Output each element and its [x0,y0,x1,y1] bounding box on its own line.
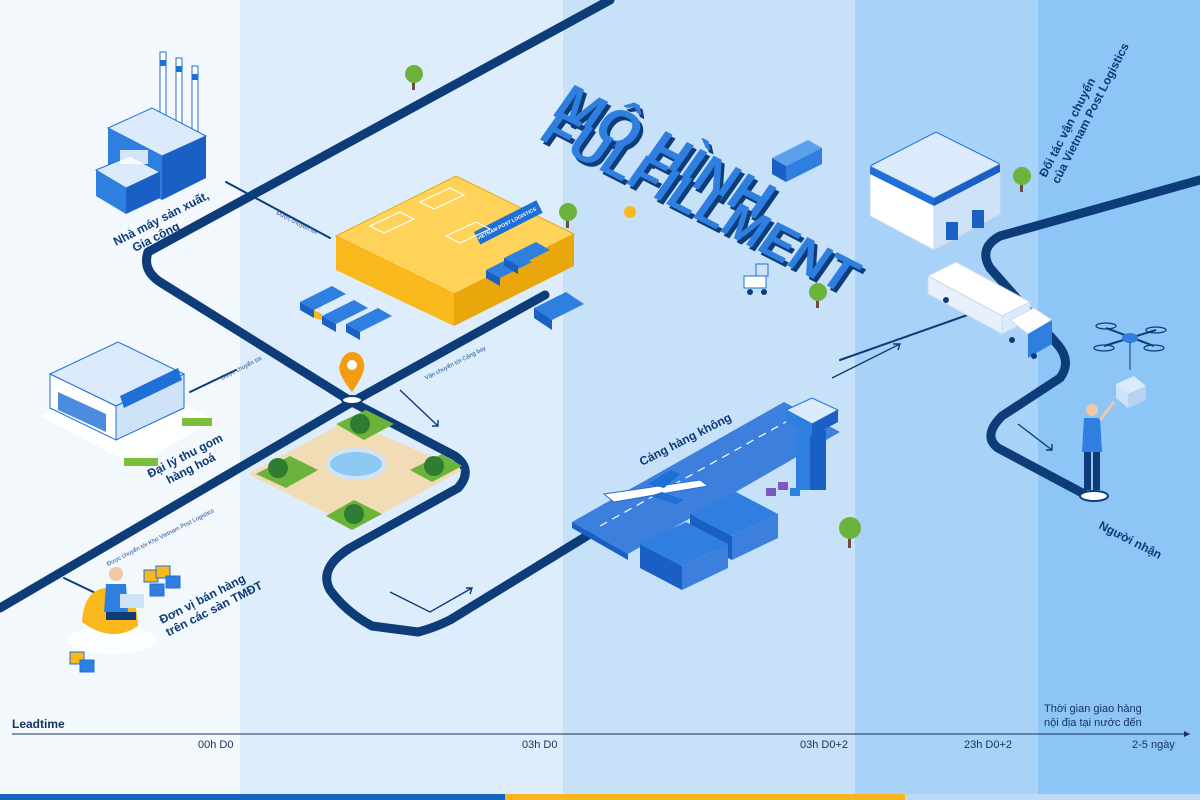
tree-icon [1013,167,1031,192]
drone-icon [1093,322,1167,408]
gear-icon [624,206,636,218]
timeline-note-1: Thời gian giao hàng [1044,703,1142,715]
flow-arrows [389,343,1053,613]
footer-bar [0,794,1200,800]
tree-icon [405,65,423,90]
warehouse-icon: VIETNAM POST LOGISTICS [334,175,576,326]
truck-icon [300,286,346,320]
baggage-carts [766,482,800,496]
footer-segment-blue [0,794,505,800]
arrow-to-truck [831,343,901,379]
band-3 [563,0,855,795]
timeline-tick-2: 03h D0+2 [800,739,848,751]
forklift-icon [743,263,769,295]
timeline-note-2: nội địa tại nước đến [1044,717,1142,729]
band-2 [240,0,563,795]
tree-icon [559,203,577,228]
seller-person-icon [68,565,181,673]
hangars [640,492,778,590]
truck-icon [926,261,1053,359]
trees [405,65,1031,548]
road-right-top [981,175,1200,501]
timeline-title: Leadtime [12,717,65,731]
tree-icon [839,517,861,548]
timeline-tick-3: 23h D0+2 [964,739,1012,751]
arrow-to-airport-road [399,389,439,427]
location-pin-icon [339,352,365,405]
footer-segment-light [905,794,1200,800]
timeline-tick-1: 03h D0 [522,739,557,751]
timeline: Leadtime 00h D0 03h D0 03h D0+2 23h D0+2… [12,703,1190,751]
arrow-to-receiver [1017,423,1053,451]
airplane-icon [602,470,710,504]
road-left-diagonal [0,397,357,613]
timeline-tick-4: 2-5 ngày [1132,739,1175,751]
truck-icon [534,292,584,330]
road-thin-factory [225,181,331,239]
road-to-warehouse [347,290,550,407]
airport-tower-icon [784,397,840,490]
truck-fleet [300,242,584,340]
road-plaza [322,397,595,637]
partner-warehouse-icon [868,131,1002,251]
truck-icon [504,242,550,274]
arrow-plaza-exit [389,587,473,613]
road-thin-agent [189,369,237,393]
container-icon [772,140,822,182]
tree-icon [809,283,827,308]
shop-icon [40,341,214,466]
footer-segment-yellow [505,794,905,800]
band-4 [855,0,1038,795]
truck-icon [322,300,368,332]
truck-icon [346,308,392,340]
factory-icon [94,51,208,214]
plaza [248,410,462,530]
timeline-tick-0: 00h D0 [198,739,233,751]
airport [572,397,840,590]
receiver-person-icon [1079,401,1116,502]
road-factory-loop [142,247,357,407]
road-top-diagonal [143,0,615,257]
